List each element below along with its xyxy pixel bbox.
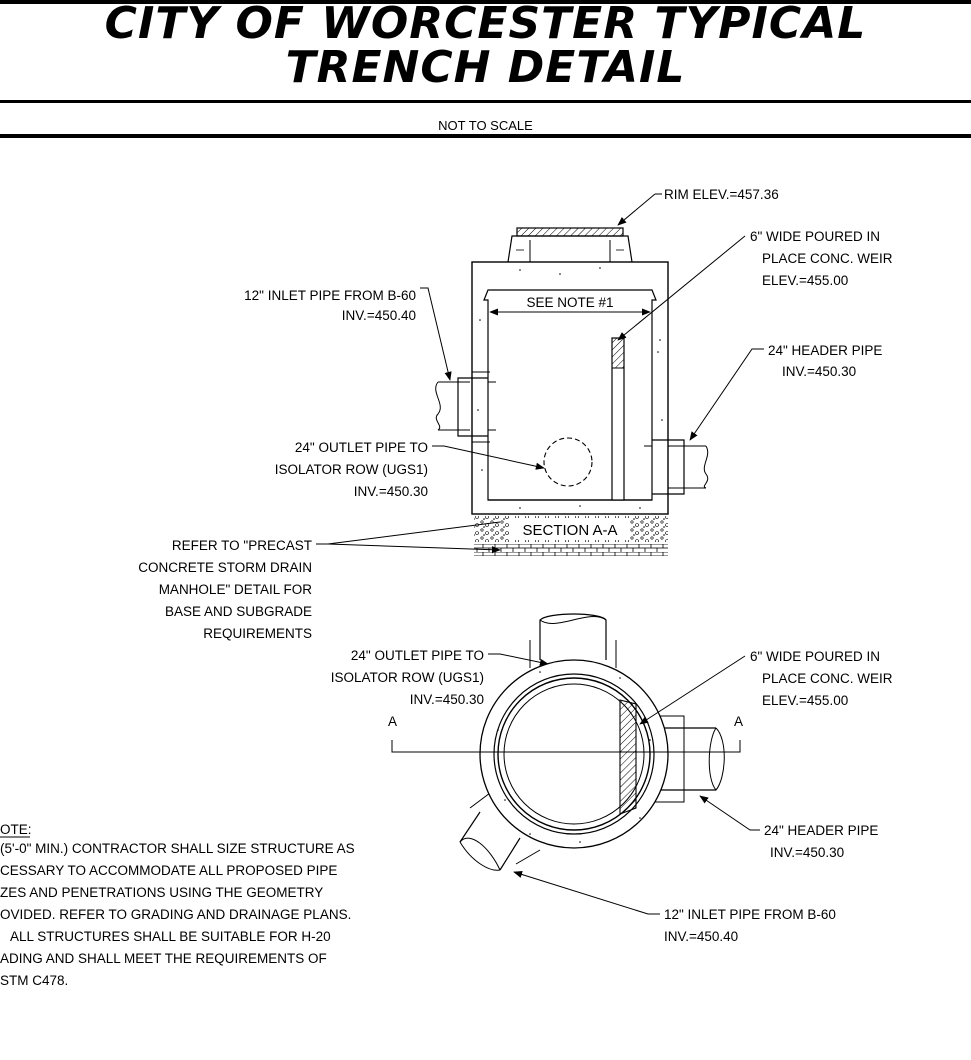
weir-plan [619, 699, 637, 815]
section-inlet-label-2: INV.=450.40 [342, 308, 416, 323]
refer-label-4: BASE AND SUBGRADE [165, 604, 312, 619]
title-line-1: CITY OF WORCESTER TYPICAL [104, 0, 867, 49]
plan-outlet-label-3: INV.=450.30 [410, 692, 484, 707]
plan-weir-label-1: 6" WIDE POURED IN [750, 649, 880, 664]
section-header-label-2: INV.=450.30 [782, 364, 856, 379]
plan-header-label-1: 24" HEADER PIPE [764, 823, 878, 838]
refer-label-5: REQUIREMENTS [203, 626, 312, 641]
riser [507, 235, 633, 263]
inlet-pipe-section [435, 371, 496, 443]
section-a-a-label: SECTION A-A [522, 522, 617, 539]
frame-cover [516, 227, 624, 237]
manhole-inner-wall [483, 289, 657, 501]
section-outlet-label-1: 24" OUTLET PIPE TO [295, 440, 428, 455]
plan-header-label-2: INV.=450.30 [770, 845, 844, 860]
outlet-pipe-hidden [543, 437, 593, 487]
note-line-5: ALL STRUCTURES SHALL BE SUITABLE FOR H-2… [10, 929, 331, 944]
section-outlet-label-3: INV.=450.30 [354, 484, 428, 499]
manhole-outer-ring [479, 659, 669, 849]
plan-inlet-label-1: 12" INLET PIPE FROM B-60 [664, 907, 836, 922]
refer-label-3: MANHOLE" DETAIL FOR [159, 582, 313, 597]
section-weir-label-2: PLACE CONC. WEIR [762, 251, 893, 266]
plan-weir-label-3: ELEV.=455.00 [762, 693, 848, 708]
cut-label-left: A [388, 714, 397, 729]
note-heading: OTE: [0, 822, 32, 837]
note-line-1: (5'-0" MIN.) CONTRACTOR SHALL SIZE STRUC… [0, 841, 355, 856]
header-pipe-section [644, 439, 709, 495]
header-bottom-border [0, 134, 971, 138]
note-block: OTE: (5'-0" MIN.) CONTRACTOR SHALL SIZE … [0, 822, 355, 988]
manhole-outer-wall [471, 261, 669, 515]
plan-view [391, 613, 760, 915]
rim-elevation-label: RIM ELEV.=457.36 [664, 187, 779, 202]
top-border-line [0, 0, 971, 4]
plan-outlet-label-2: ISOLATOR ROW (UGS1) [331, 670, 484, 685]
refer-label-2: CONCRETE STORM DRAIN [138, 560, 312, 575]
section-view [316, 193, 764, 556]
title-line-2: TRENCH DETAIL [285, 42, 686, 93]
section-inlet-label-1: 12" INLET PIPE FROM B-60 [244, 288, 416, 303]
plan-inlet-label-2: INV.=450.40 [664, 929, 738, 944]
plan-weir-label-2: PLACE CONC. WEIR [762, 671, 893, 686]
manhole-inner-ring [497, 677, 651, 831]
note-line-3: ZES AND PENETRATIONS USING THE GEOMETRY [0, 885, 323, 900]
note-line-7: STM C478. [0, 973, 68, 988]
section-cut-line [391, 740, 741, 753]
note-line-4: OVIDED. REFER TO GRADING AND DRAINAGE PL… [0, 907, 351, 922]
see-note-label: SEE NOTE #1 [526, 295, 613, 310]
note-line-2: CESSARY TO ACCOMMODATE ALL PROPOSED PIPE [0, 863, 337, 878]
section-weir-label-3: ELEV.=455.00 [762, 273, 848, 288]
note-line-6: ADING AND SHALL MEET THE REQUIREMENTS OF [0, 951, 327, 966]
section-outlet-label-2: ISOLATOR ROW (UGS1) [275, 462, 428, 477]
scale-note: NOT TO SCALE [438, 118, 533, 133]
cut-label-right: A [734, 714, 743, 729]
plan-outlet-label-1: 24" OUTLET PIPE TO [351, 648, 484, 663]
title-underline [0, 100, 971, 103]
section-weir-label-1: 6" WIDE POURED IN [750, 229, 880, 244]
section-header-label-1: 24" HEADER PIPE [768, 343, 882, 358]
refer-label-1: REFER TO "PRECAST [172, 538, 312, 553]
